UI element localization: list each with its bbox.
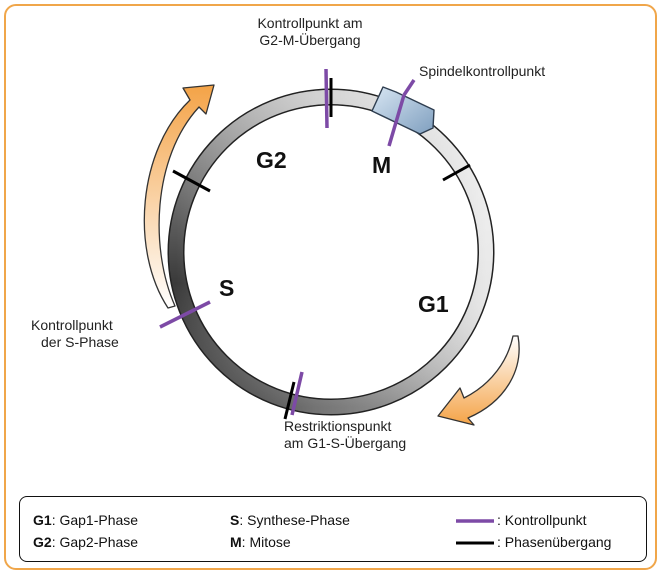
legend-box: G1: Gap1-Phase G2: Gap2-Phase S: Synthes… [19, 496, 647, 562]
legend-g2-text: : Gap2-Phase [51, 534, 139, 550]
legend-g1: G1: Gap1-Phase [33, 511, 138, 529]
spindle-checkpoint-label: Spindelkontrollpunkt [419, 63, 546, 79]
phase-label-g2: G2 [256, 147, 287, 173]
phase-label-g1: G1 [418, 291, 449, 317]
g2m-checkpoint-label: Kontrollpunkt am G2-M-Übergang [230, 15, 390, 49]
right-cycle-arrow [437, 335, 520, 426]
legend-transition-text: : Phasenübergang [497, 534, 612, 550]
legend-m: M: Mitose [230, 533, 291, 551]
legend-m-key: M [230, 534, 242, 550]
legend-g2: G2: Gap2-Phase [33, 533, 138, 551]
restriction-point-line1: Restriktionspunkt [284, 418, 392, 434]
legend-g1-key: G1 [33, 512, 52, 528]
legend-s: S: Synthese-Phase [230, 511, 350, 529]
checkpoint-spindle [387, 94, 406, 147]
checkpoint-s [159, 300, 211, 329]
s-checkpoint-label: Kontrollpunkt der S-Phase [31, 317, 119, 351]
transition-m-g1 [442, 163, 471, 182]
checkpoint-spindle-leader [402, 79, 416, 96]
s-checkpoint-line2: der S-Phase [41, 334, 119, 350]
transition-g1-s [283, 381, 296, 420]
checkpoint-g2-m [324, 68, 329, 129]
phase-label-s: S [219, 275, 235, 301]
s-checkpoint-line1: Kontrollpunkt [31, 317, 113, 333]
legend-s-text: : Synthese-Phase [239, 512, 350, 528]
legend-checkpoint-text: : Kontrollpunkt [497, 512, 587, 528]
legend-g1-text: : Gap1-Phase [51, 512, 139, 528]
g2m-checkpoint-line2: G2-M-Übergang [259, 32, 361, 48]
cell-cycle-ring-shade [169, 90, 493, 414]
phase-label-m: M [372, 152, 392, 178]
transition-s-g2 [172, 169, 211, 193]
legend-s-key: S [230, 512, 240, 528]
checkpoint-restriction [290, 371, 304, 416]
left-cycle-arrow [143, 84, 215, 309]
restriction-point-label: Restriktionspunkt am G1-S-Übergang [284, 418, 406, 452]
g2m-checkpoint-line1: Kontrollpunkt am [257, 15, 363, 31]
legend-m-text: : Mitose [241, 534, 291, 550]
legend-g2-key: G2 [33, 534, 52, 550]
spindle-marker [371, 86, 435, 135]
restriction-point-line2: am G1-S-Übergang [284, 435, 407, 451]
